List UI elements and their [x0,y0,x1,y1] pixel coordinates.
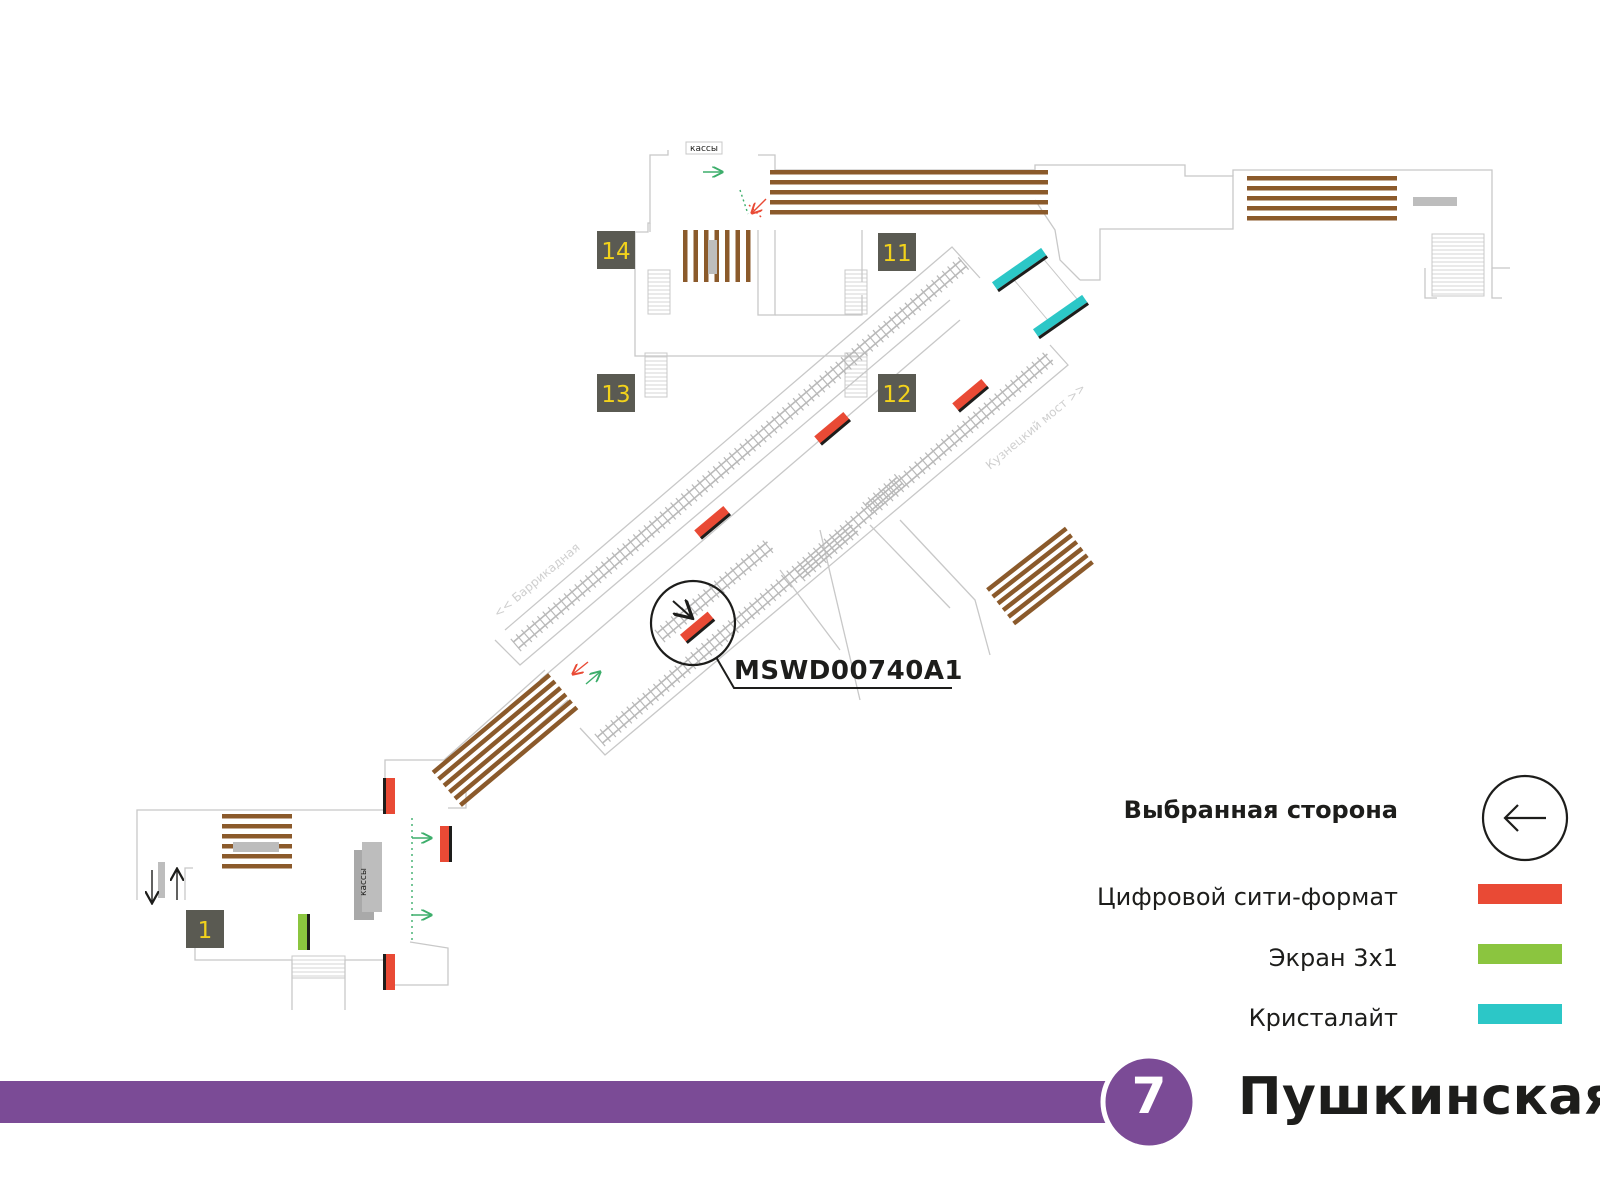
panel-cristalight[interactable] [991,247,1090,340]
legend-title: Выбранная сторона [1123,796,1398,824]
svg-text:13: 13 [601,382,630,408]
selected-panel-circle [649,579,737,667]
panel-selected[interactable] [649,579,952,689]
station-name: Пушкинская [1238,1067,1600,1127]
legend-selected-side-icon [1481,774,1569,862]
track-3 [862,473,906,515]
escalator [770,170,1048,215]
tracks [510,257,1054,747]
legend-swatches [1478,884,1562,1024]
booths [158,197,1457,920]
legend-swatch-2 [1478,944,1562,964]
track-1 [594,352,1054,747]
legend-item-screen-3x1: Экран 3x1 [1268,944,1398,972]
arrow-down-right-icon [672,601,691,617]
escalator [986,526,1094,626]
track-2 [794,523,859,582]
arrow-left-icon [1481,774,1569,862]
escalator [431,673,579,807]
svg-text:11: 11 [882,241,911,267]
exit-11-badge: 11 [878,233,916,271]
line-number-badge [1100,1053,1198,1151]
track-0 [510,257,970,652]
stair-steps [292,237,1484,977]
track-4 [654,540,774,643]
legend-swatch-1 [1478,884,1562,904]
direction-left-label: << Баррикадная [491,540,583,620]
callout-line [715,656,952,689]
station-walls [136,150,1510,1010]
svg-text:12: 12 [882,382,911,408]
panel-screen-3x1[interactable] [298,914,310,950]
tickets-label-bottom: кассы [359,868,369,896]
exit-14-badge: 14 [597,231,635,269]
escalator [222,814,292,869]
tickets-label-top: кассы [685,141,723,155]
svg-text:кассы: кассы [359,868,369,896]
selected-panel-code: MSWD00740A1 [734,656,964,686]
legend-item-digital-city-format: Цифровой сити-формат [1097,883,1398,911]
line-number: 7 [1131,1067,1167,1125]
metro-line-bar [0,1081,1130,1123]
svg-text:14: 14 [601,239,630,265]
turnstile-arrows [152,172,767,940]
legend-swatch-3 [1478,1004,1562,1024]
svg-text:1: 1 [198,918,213,944]
legend-item-cristalight: Кристалайт [1248,1004,1398,1032]
escalators [222,170,1397,869]
svg-text:кассы: кассы [690,144,718,154]
exit-12-badge: 12 [878,374,916,412]
stairs [291,233,1485,979]
exit-1-badge: 1 [186,910,224,948]
panel-digital-city-format[interactable] [383,378,990,990]
escalator [1247,176,1397,221]
exit-13-badge: 13 [597,374,635,412]
